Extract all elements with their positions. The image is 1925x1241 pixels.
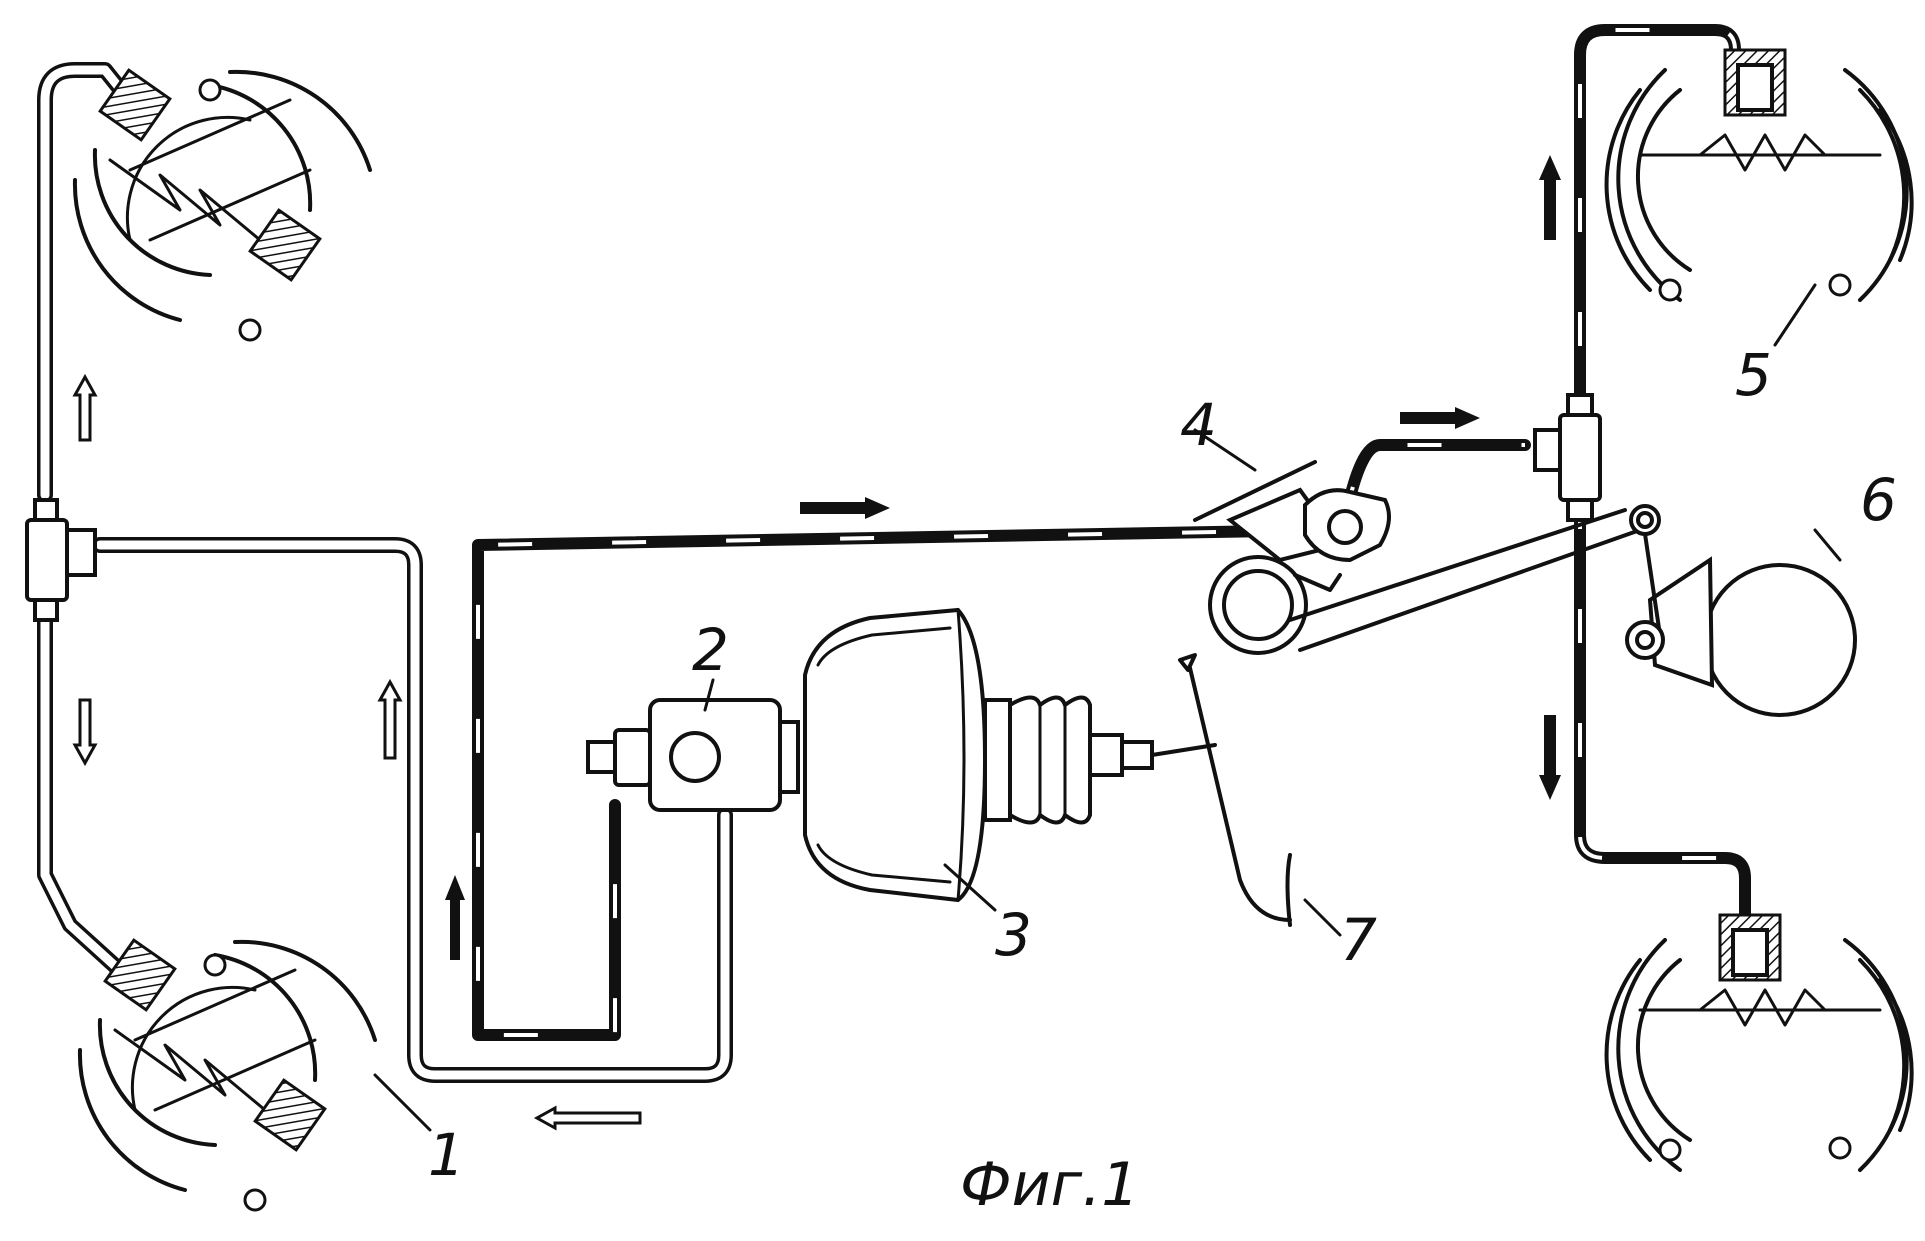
master-cylinder	[586, 698, 800, 812]
right-top-brake	[1604, 48, 1914, 302]
arrow-up-icon	[445, 875, 465, 960]
arrow-right-icon	[800, 497, 890, 519]
arrow-up-icon	[1539, 155, 1561, 240]
label-1: 1	[428, 1121, 465, 1189]
left-circuit-pipes	[37, 62, 733, 1083]
left-tee-fitting	[25, 498, 97, 622]
flow-arrows	[72, 155, 1561, 1131]
pressure-regulator	[1193, 460, 1642, 655]
label-6: 6	[1860, 466, 1897, 534]
arrow-up-icon	[72, 373, 98, 442]
arrow-down-icon	[1539, 715, 1561, 800]
booster-bellows	[1008, 695, 1092, 825]
rear-axle-body	[1625, 504, 1857, 717]
label-2: 2	[692, 616, 729, 684]
arrow-right-icon	[1400, 407, 1480, 429]
label-3: 3	[995, 901, 1032, 969]
part-labels: 1 2 3 4 5 6 7 Фиг.1	[428, 341, 1897, 1220]
label-5: 5	[1735, 341, 1772, 409]
arrow-left-icon	[533, 1105, 642, 1131]
label-7: 7	[1340, 906, 1377, 974]
vacuum-booster	[803, 607, 1217, 903]
left-top-brake	[72, 68, 372, 342]
arrow-down-icon	[72, 698, 98, 767]
arrow-up-icon	[377, 678, 403, 760]
right-bottom-brake	[1604, 913, 1914, 1172]
leader-lines	[373, 283, 1842, 1132]
right-tee-fitting	[1533, 393, 1602, 522]
label-4: 4	[1180, 391, 1217, 459]
figure-caption: Фиг.1	[960, 1150, 1139, 1220]
left-bottom-brake	[77, 938, 377, 1212]
brake-pedal	[1178, 653, 1292, 927]
